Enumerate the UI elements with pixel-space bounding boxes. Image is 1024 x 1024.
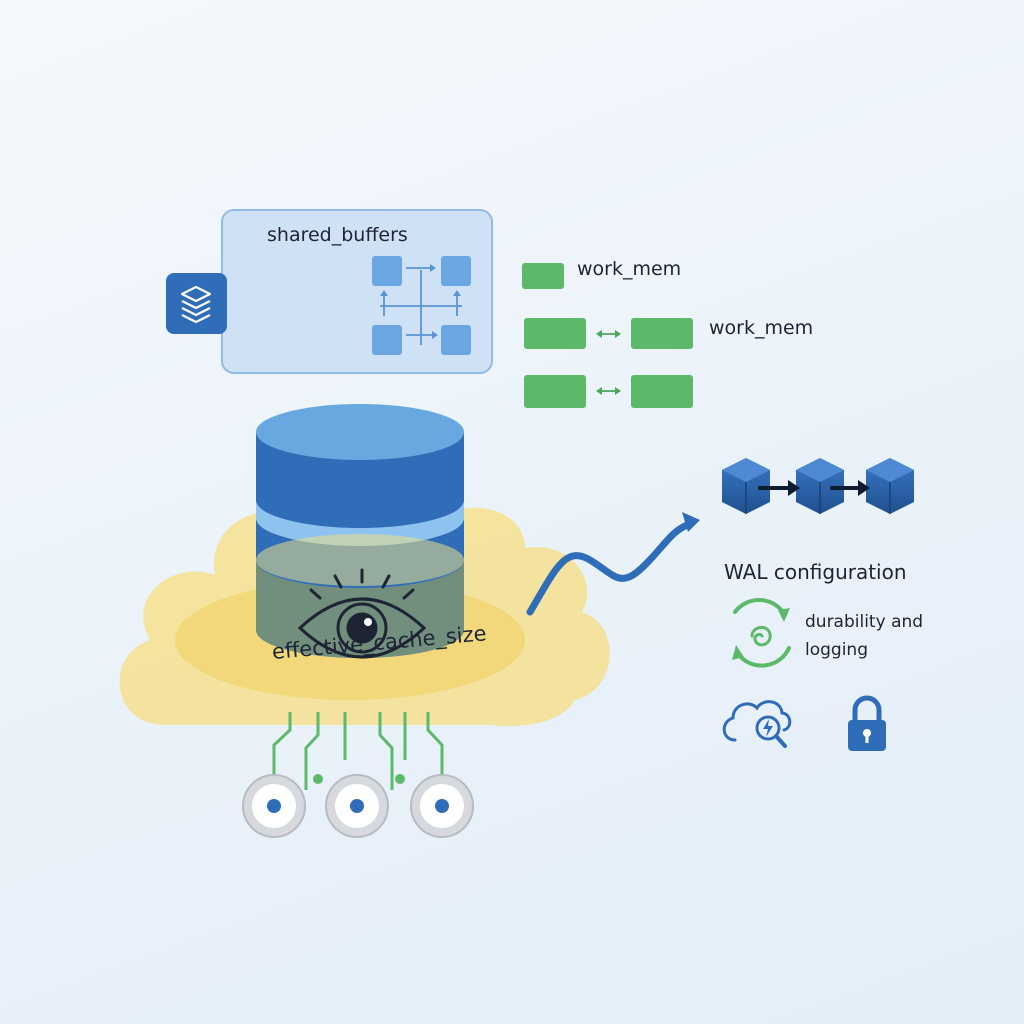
- connection-wires: [272, 712, 444, 790]
- wal-configuration-label: WAL configuration: [724, 560, 907, 584]
- flow-arrow: [526, 512, 700, 616]
- work-mem-blocks: [522, 263, 693, 408]
- recycle-icon: [732, 597, 791, 668]
- shared-buffers-label: shared_buffers: [267, 224, 408, 246]
- padlock-icon: [848, 695, 886, 751]
- work-mem-label-2: work_mem: [709, 317, 814, 339]
- database-stack-icon: [166, 273, 227, 334]
- shared-buffers-panel: [221, 209, 493, 374]
- durability-label: durability and logging: [805, 612, 924, 660]
- disk-nodes: [242, 774, 474, 838]
- cloud-search-icon: [722, 700, 792, 748]
- database-cylinder: [256, 404, 464, 658]
- eye-icon: [297, 568, 427, 659]
- wire-dots: [313, 774, 405, 784]
- cube-chain-icon: [722, 458, 914, 514]
- work-mem-label-1: work_mem: [577, 258, 682, 280]
